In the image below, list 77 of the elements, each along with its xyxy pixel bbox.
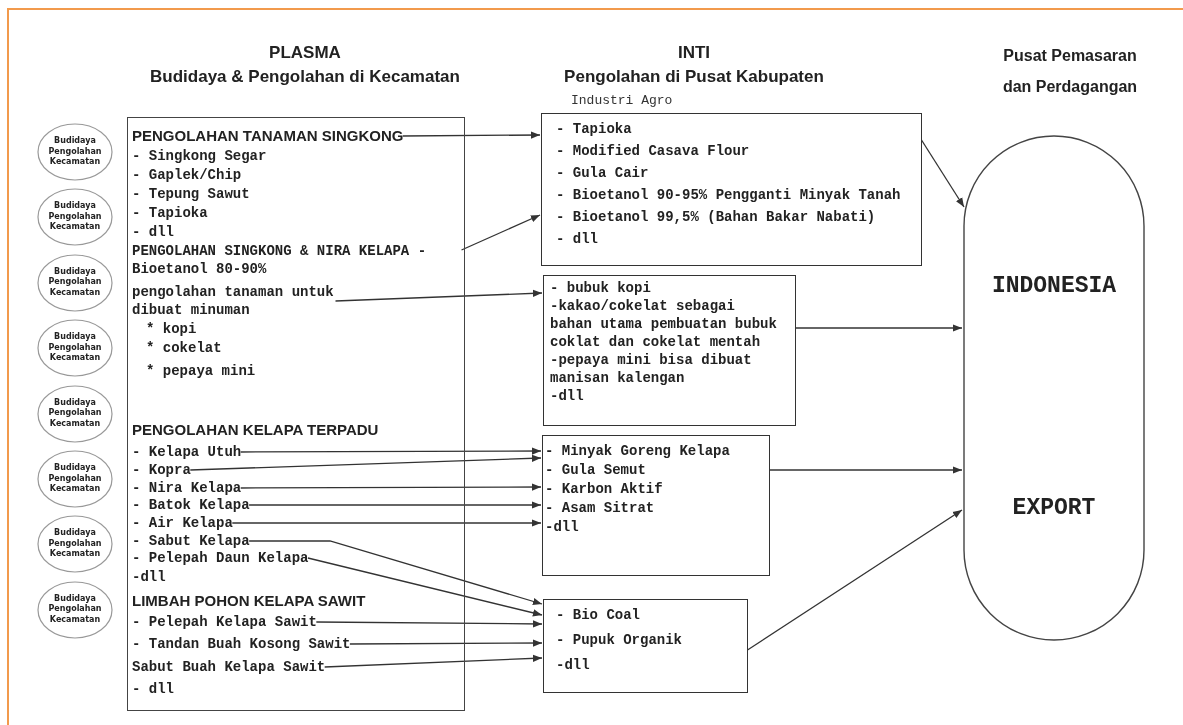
arrow: [248, 501, 542, 509]
arrow: [402, 131, 541, 139]
arrow: [460, 214, 541, 251]
list-item: - Bio Coal: [556, 606, 641, 624]
list-item: - Sabut Kelapa: [132, 532, 250, 550]
oval-label: Budidaya Pengolahan Kecamatan: [47, 267, 103, 299]
list-item: - dll: [132, 680, 174, 698]
list-item: -dll: [545, 518, 580, 536]
list-item: - bubuk kopi: [550, 279, 652, 297]
list-item: - Air Kelapa: [132, 514, 233, 532]
oval-label: Budidaya Pengolahan Kecamatan: [47, 594, 103, 626]
list-item: -dll: [132, 568, 166, 586]
arrow: [334, 289, 543, 302]
arrow: [746, 509, 963, 651]
list-item: * kopi: [146, 320, 197, 338]
oval-label: Budidaya Pengolahan Kecamatan: [47, 397, 103, 430]
arrow: [349, 639, 543, 647]
arrow: [768, 466, 963, 474]
list-item: - Kopra: [132, 461, 191, 479]
arrow: [248, 540, 543, 605]
section-heading: PENGOLAHAN KELAPA TERPADU: [132, 421, 379, 439]
list-item: - Kelapa Utuh: [132, 443, 242, 461]
arrow: [307, 557, 543, 617]
oval-label: Budidaya Pengolahan Kecamatan: [47, 201, 103, 234]
list-item: -pepaya mini bisa dibuat manisan kalengan: [550, 351, 753, 387]
oval-label: Budidaya Pengolahan Kecamatan: [47, 136, 103, 168]
list-item: -dll: [556, 656, 591, 674]
arrow: [240, 483, 542, 491]
arrow: [240, 447, 542, 455]
list-item: - Bioetanol 99,5% (Bahan Bakar Nabati): [556, 208, 877, 226]
list-item: - Karbon Aktif: [545, 480, 664, 498]
oval-label: Budidaya Pengolahan Kecamatan: [47, 528, 103, 561]
list-item: - Nira Kelapa: [132, 479, 242, 497]
list-item: - Modified Casava Flour: [556, 142, 751, 160]
list-item: * pepaya mini: [146, 362, 256, 380]
list-item: Sabut Buah Kelapa Sawit: [132, 658, 326, 676]
list-item: -dll: [550, 387, 585, 405]
box-heading: Industri Agro: [571, 93, 673, 108]
arrow: [315, 620, 543, 628]
process-box: [127, 117, 465, 711]
list-item: - Pelepah Kelapa Sawit: [132, 613, 317, 631]
arrow: [189, 454, 542, 471]
arrow: [324, 654, 543, 668]
list-item: - Bioetanol 90-95% Pengganti Minyak Tanah: [556, 186, 902, 204]
column-heading: INTI: [676, 42, 712, 64]
section-heading: LIMBAH POHON KELAPA SAWIT: [132, 592, 366, 610]
list-item: - Minyak Goreng Kelapa: [545, 442, 731, 460]
capsule-label: EXPORT: [1012, 494, 1096, 523]
list-item: - Pupuk Organik: [556, 631, 684, 649]
capsule-label: INDONESIA: [991, 272, 1117, 301]
list-item: * cokelat: [146, 339, 222, 357]
list-item: - Gaplek/Chip: [132, 166, 242, 184]
oval-label: Budidaya Pengolahan Kecamatan: [47, 463, 103, 495]
list-item: - Batok Kelapa: [132, 496, 250, 514]
column-heading: PLASMA: [268, 42, 342, 64]
list-item: -kakao/cokelat sebagai bahan utama pembuatan bubuk coklat dan cokelat mentah: [550, 297, 778, 351]
list-item: - Singkong Segar: [132, 147, 267, 165]
list-item: - dll: [132, 223, 174, 241]
list-item: - Tapioka: [556, 120, 633, 138]
section-heading: PENGOLAHAN TANAMAN SINGKONG: [132, 127, 404, 145]
list-item: - Gula Semut: [545, 461, 647, 479]
list-item: - Gula Cair: [556, 164, 650, 182]
oval-label: Budidaya Pengolahan Kecamatan: [47, 332, 103, 364]
arrow: [231, 519, 542, 527]
column-heading: Pengolahan di Pusat Kabupaten: [563, 66, 825, 88]
list-item: - Asam Sitrat: [545, 499, 656, 517]
column-heading: Pusat Pemasaran dan Perdagangan: [1001, 46, 1139, 97]
list-item: PENGOLAHAN SINGKONG & NIRA KELAPA - Bioetanol 80-90%: [132, 242, 462, 278]
arrow: [794, 324, 963, 332]
list-item: - Tandan Buah Kosong Sawit: [132, 635, 351, 653]
list-item: pengolahan tanaman untuk dibuat minuman: [132, 283, 336, 319]
list-item: - Tapioka: [132, 204, 208, 222]
list-item: - dll: [556, 230, 599, 248]
arrow: [920, 139, 965, 208]
list-item: - Pelepah Daun Kelapa: [132, 549, 309, 567]
list-item: - Tepung Sawut: [132, 185, 250, 203]
column-heading: Budidaya & Pengolahan di Kecamatan: [149, 66, 461, 88]
